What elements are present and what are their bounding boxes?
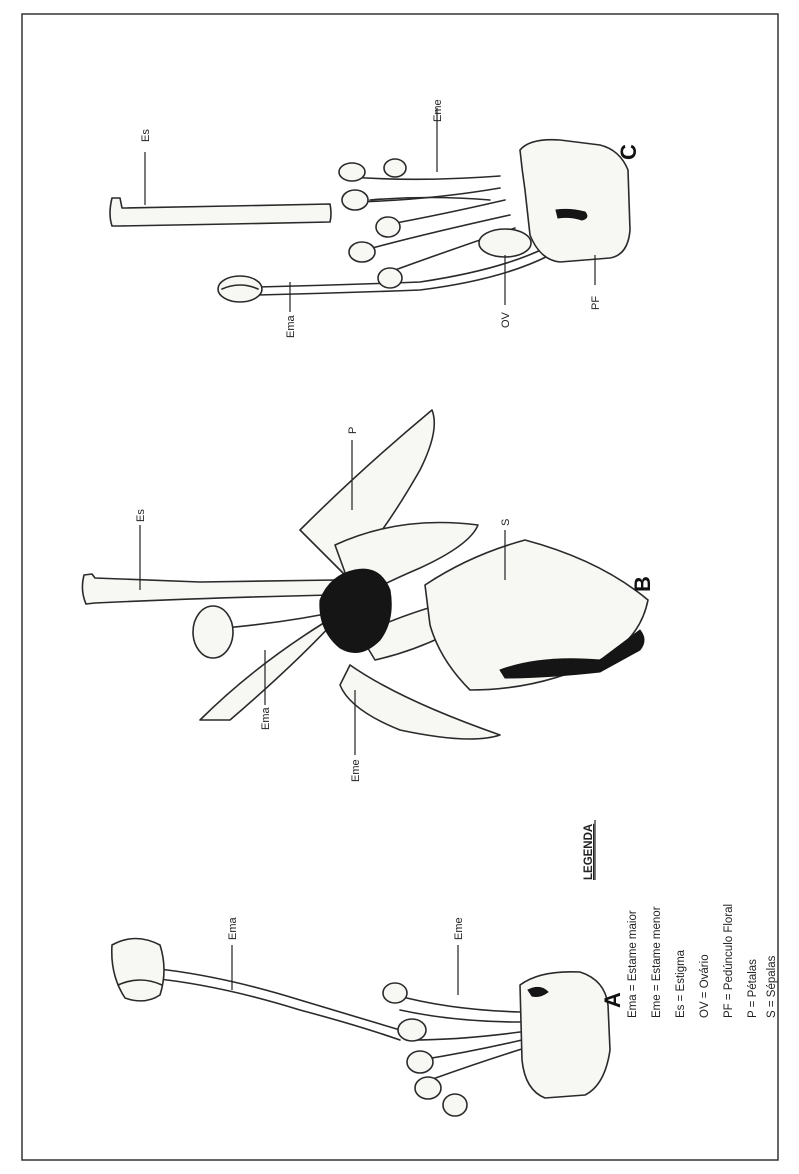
panel-b-drawing: [82, 410, 648, 739]
panel-c-ema-label: Ema: [285, 315, 297, 339]
panel-a-drawing: [112, 939, 610, 1117]
legend-entry-es: Es = Estigma: [675, 949, 687, 1018]
panel-a-letter: A: [600, 992, 625, 1008]
panel-b-s-label: S: [500, 519, 512, 526]
legend-entry-ema: Ema = Estame maior: [627, 910, 639, 1018]
legend: LEGENDA Ema = Estame maior Eme = Estame …: [583, 820, 778, 1018]
panel-b-p-label: P: [347, 427, 359, 434]
legend-entry-pf: PF = Pedúnculo Floral: [723, 904, 735, 1018]
panel-a-small-stamens: [383, 983, 525, 1116]
panel-c-es-label: Es: [140, 129, 152, 142]
legend-title: LEGENDA: [583, 824, 595, 880]
panel-b-ema-label: Ema: [260, 707, 272, 731]
panel-c-pf-label: PF: [590, 296, 602, 310]
panel-b-eme-label: Eme: [350, 759, 362, 782]
panel-b-es-label: Es: [135, 509, 147, 522]
panel-a-ema-label: Ema: [227, 917, 239, 941]
panel-c-ov-label: OV: [500, 311, 512, 328]
panel-a-eme-label: Eme: [453, 917, 465, 940]
legend-entry-p: P = Pétalas: [747, 959, 759, 1018]
legend-entry-s: S = Sépalas: [766, 955, 778, 1018]
panel-c-drawing: [110, 140, 630, 302]
panel-c-eme-label: Eme: [432, 99, 444, 122]
panel-b-letter: B: [630, 576, 655, 592]
panel-c-letter: C: [616, 144, 641, 160]
legend-entry-ov: OV = Ovário: [699, 954, 711, 1018]
legend-entry-eme: Eme = Estame menor: [651, 906, 663, 1018]
